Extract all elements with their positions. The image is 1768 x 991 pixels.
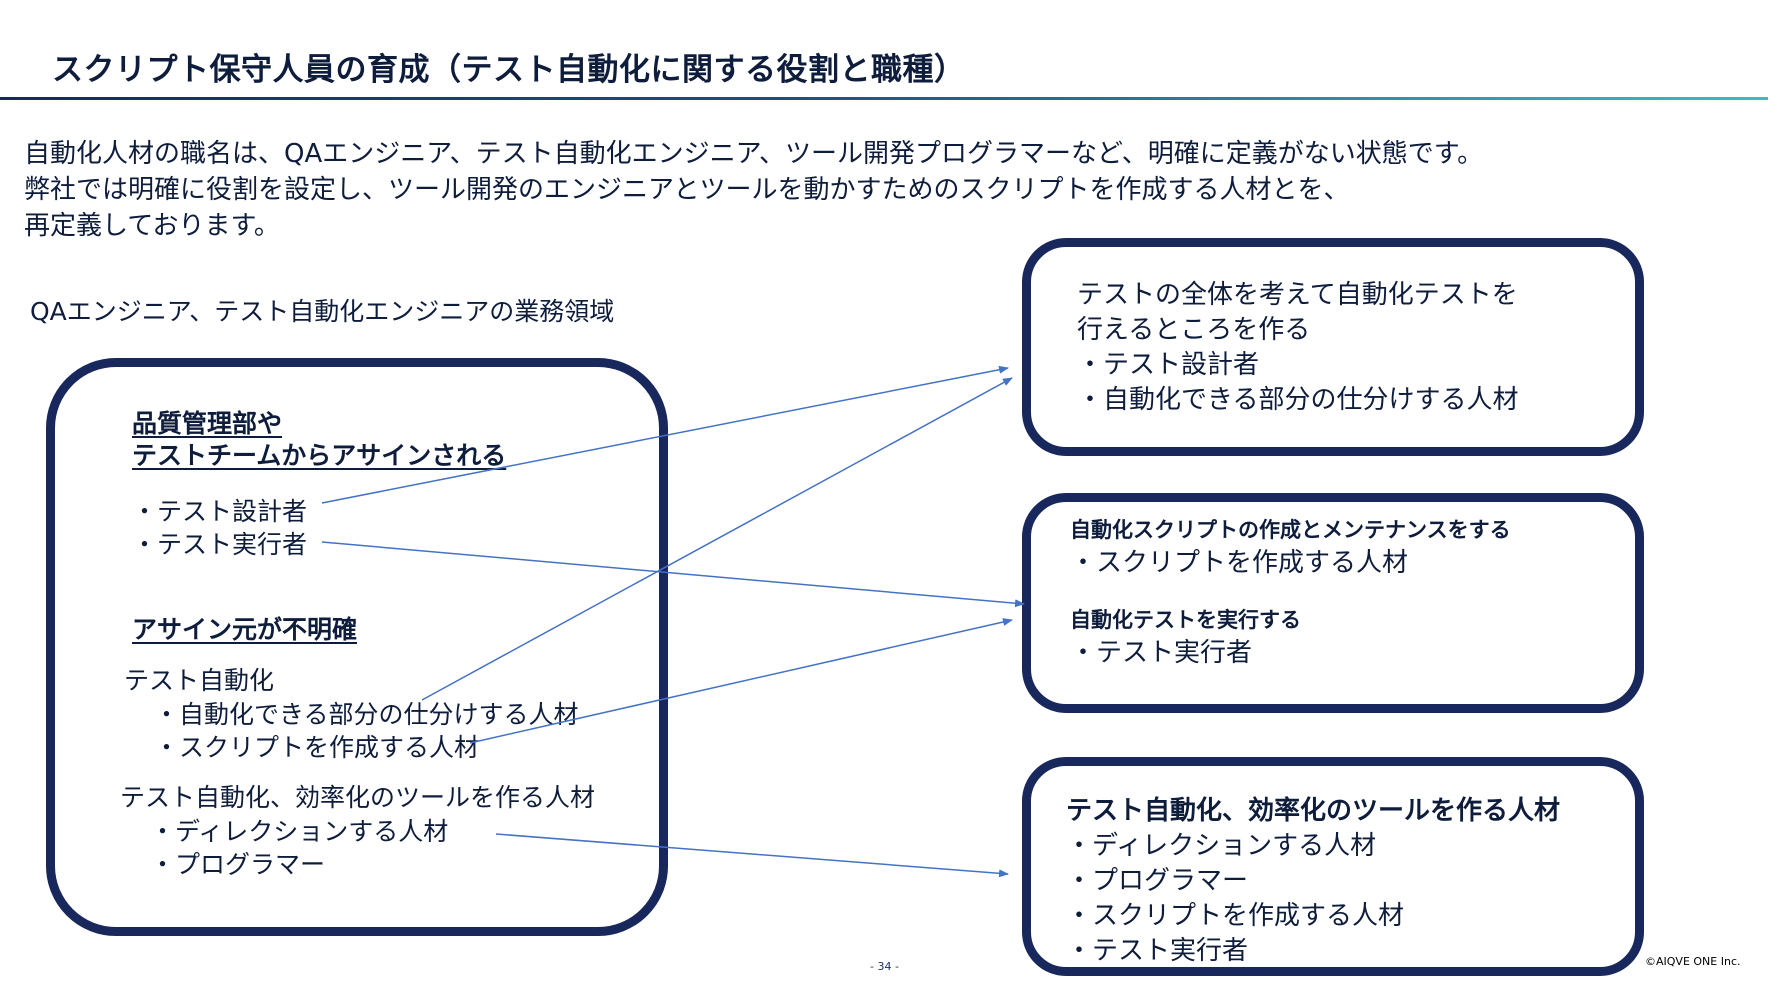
automation-item-script: ・スクリプトを作成する人材 — [154, 733, 480, 762]
tool-box-item-programmer: ・プログラマー — [1066, 866, 1249, 896]
assigned-item-executor: ・テスト実行者 — [132, 530, 308, 559]
unclear-heading: アサイン元が不明確 — [132, 615, 358, 644]
intro-line-3: 再定義しております。 — [24, 211, 280, 241]
designer-item-sorting: ・自動化できる部分の仕分けする人材 — [1077, 385, 1519, 415]
tool-box-item-direction: ・ディレクションする人材 — [1066, 831, 1377, 861]
tool-builder-box — [1022, 757, 1644, 976]
tool-box-item-executor: ・テスト実行者 — [1066, 936, 1249, 966]
designer-line-2: 行えるところを作る — [1077, 315, 1311, 345]
title-divider — [0, 97, 1768, 100]
intro-line-2: 弊社では明確に役割を設定し、ツール開発のエンジニアとツールを動かすためのスクリプ… — [24, 175, 1350, 205]
domain-label: QAエンジニア、テスト自動化エンジニアの業務領域 — [30, 297, 615, 326]
script-item-executor: ・テスト実行者 — [1070, 638, 1253, 668]
execution-heading: 自動化テストを実行する — [1070, 608, 1301, 632]
script-item-creator: ・スクリプトを作成する人材 — [1070, 548, 1409, 578]
assigned-item-designer: ・テスト設計者 — [132, 497, 308, 526]
automation-item-sorting: ・自動化できる部分の仕分けする人材 — [154, 700, 579, 729]
page-number: - 34 - — [870, 960, 899, 973]
intro-paragraph: 自動化人材の職名は、QAエンジニア、テスト自動化エンジニア、ツール開発プログラマ… — [24, 136, 1483, 244]
script-maintenance-box — [1022, 493, 1644, 713]
automation-title: テスト自動化 — [124, 666, 275, 695]
test-designer-box — [1022, 238, 1644, 456]
intro-line-1: 自動化人材の職名は、QAエンジニア、テスト自動化エンジニア、ツール開発プログラマ… — [24, 139, 1484, 169]
tool-item-programmer: ・プログラマー — [150, 850, 326, 879]
assigned-heading-line-1: 品質管理部や — [132, 409, 283, 438]
copyright: ©AIQVE ONE Inc. — [1645, 955, 1741, 968]
page-title: スクリプト保守人員の育成（テスト自動化に関する役割と職種） — [52, 52, 966, 88]
script-heading: 自動化スクリプトの作成とメンテナンスをする — [1070, 518, 1511, 542]
designer-item-designer: ・テスト設計者 — [1077, 350, 1260, 380]
tool-box-item-script: ・スクリプトを作成する人材 — [1066, 901, 1405, 931]
tool-item-direction: ・ディレクションする人材 — [150, 817, 449, 846]
tool-title: テスト自動化、効率化のツールを作る人材 — [120, 783, 596, 812]
designer-line-1: テストの全体を考えて自動化テストを — [1077, 280, 1518, 310]
assigned-heading-line-2: テストチームからアサインされる — [132, 441, 507, 470]
tool-box-heading: テスト自動化、効率化のツールを作る人材 — [1066, 796, 1561, 826]
